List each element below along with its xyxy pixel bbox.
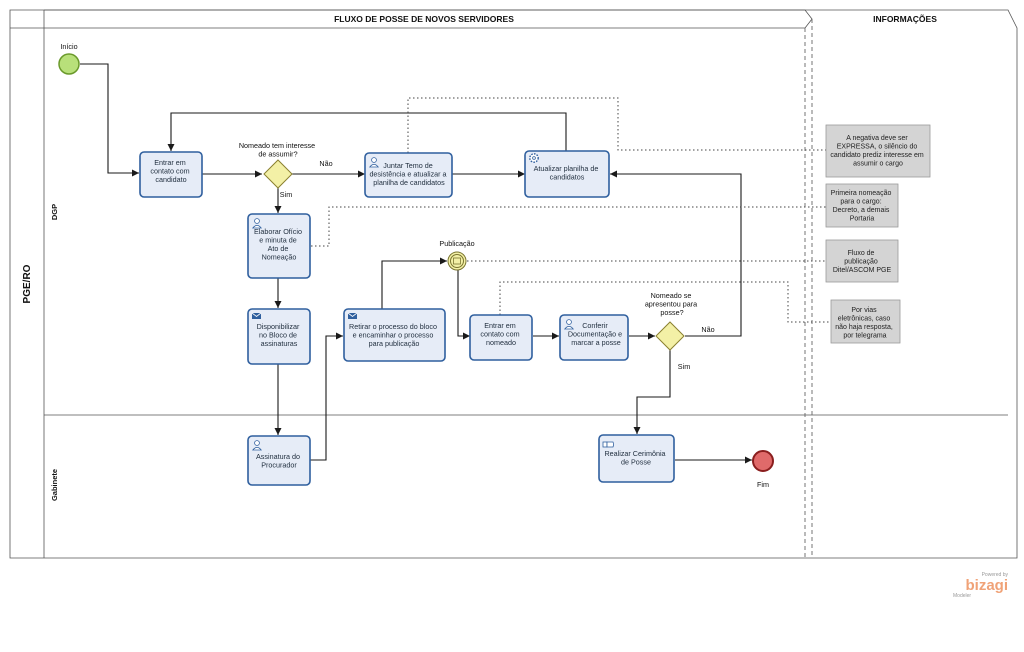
flow-start-t1 — [80, 63, 139, 177]
pool-label: PGE/RO — [22, 264, 33, 303]
info-header: INFORMAÇÕES — [873, 14, 937, 24]
user-icon — [563, 319, 575, 330]
hand-icon — [602, 441, 614, 448]
svg-text:A negativa deve ser EXPR: A negativa deve ser EXPRESSA, o silêncio… — [830, 135, 925, 168]
flow-header: FLUXO DE POSSE DE NOVOS SERVIDORES — [334, 14, 514, 24]
svg-text:Por vias eletrônicas, ca: Por vias eletrônicas, caso não haja resp… — [835, 307, 895, 340]
gateway-apresentou-label: Nomeado se apresentou para posse? — [645, 291, 699, 317]
svg-text:Assinatura do Procurador: Assinatura do Procurador — [256, 452, 302, 470]
task-conferir-documentacao[interactable]: Conferir Documentação e marcar a posse — [559, 314, 629, 361]
brand-product: Modeler — [953, 593, 971, 599]
start-event: Início — [58, 42, 80, 75]
task-assinatura-procurador[interactable]: Assinatura do Procurador — [247, 435, 311, 486]
flow-pub-t7 — [457, 270, 470, 340]
lane-dgp-label: DGP — [50, 204, 59, 220]
svg-text:Realizar Cerimônia de Po: Realizar Cerimônia de Posse — [604, 449, 667, 467]
annotation-primeira-nomeacao: Primeira nomeação para o cargo: Decreto,… — [825, 183, 899, 228]
flow-t6-pub — [381, 257, 447, 309]
gear-icon — [529, 153, 539, 163]
gateway-interesse-label: Nomeado tem interesse de assumir? — [239, 141, 317, 159]
intermediate-event-publicacao: Publicação — [439, 239, 475, 271]
task-disponibilizar-bloco[interactable]: Disponibilizar no Bloco de assinaturas — [247, 308, 311, 365]
start-label: Início — [60, 42, 77, 51]
gateway-interesse-no: Não — [319, 159, 332, 168]
gateway-apresentou-yes: Sim — [678, 362, 690, 371]
flow-t3-t1 — [167, 112, 567, 151]
task-atualizar-planilha[interactable]: Atualizar planilha de candidatos — [524, 150, 610, 198]
lane-gabinete-label: Gabinete — [50, 469, 59, 501]
user-icon — [368, 157, 380, 168]
flow-g2-t3 — [610, 170, 742, 337]
svg-text:Retirar o processo do bloco: Retirar o processo do bloco e encaminhar… — [349, 322, 439, 348]
brand-name: bizagi — [965, 577, 1008, 594]
annotation-vias-eletronicas: Por vias eletrônicas, caso não haja resp… — [830, 299, 901, 344]
bizagi-logo: Powered by bizagi Modeler — [953, 572, 1008, 599]
svg-text:Conferir Documentação e: Conferir Documentação e marcar a posse — [568, 321, 624, 347]
envelope-icon — [347, 312, 358, 319]
gateway-apresentou: Nomeado se apresentou para posse? Sim Nã… — [645, 291, 715, 371]
publicacao-label: Publicação — [439, 239, 474, 248]
task-realizar-cerimonia[interactable]: Realizar Cerimônia de Posse — [598, 434, 675, 483]
annotation-negativa: A negativa deve ser EXPRESSA, o silêncio… — [825, 124, 931, 178]
task-elaborar-oficio[interactable]: Elaborar Ofício e minuta de Ato de Nomea… — [247, 213, 311, 279]
flow-t9-t6 — [310, 332, 343, 461]
task-entrar-contato-nomeado[interactable]: Entrar em contato com nomeado — [469, 314, 533, 361]
svg-text:Juntar Temo de desistênc: Juntar Temo de desistência e atualizar a… — [369, 161, 448, 187]
svg-text:Elaborar Ofício e minuta: Elaborar Ofício e minuta de Ato de Nomea… — [254, 227, 304, 262]
brand-powered: Powered by — [982, 572, 1009, 578]
task-entrar-contato-candidato[interactable]: Entrar em contato com candidato — [139, 151, 203, 198]
svg-text:Atualizar planilha de ca: Atualizar planilha de candidatos — [534, 164, 601, 182]
sequence-flows — [80, 63, 752, 464]
user-icon — [251, 218, 263, 229]
svg-text:Fluxo de publicação: Fluxo de publicação Ditel/ASCOM PGE — [833, 250, 892, 274]
associations — [311, 97, 831, 323]
phase-headers: FLUXO DE POSSE DE NOVOS SERVIDORES INFOR… — [44, 9, 937, 558]
gateway-interesse-yes: Sim — [280, 190, 292, 199]
svg-text:Disponibilizar no Bloco: Disponibilizar no Bloco de assinaturas — [257, 322, 302, 348]
annotation-fluxo-publicacao: Fluxo de publicação Ditel/ASCOM PGE — [825, 239, 899, 283]
envelope-icon — [251, 312, 262, 319]
flow-g2-t10 — [633, 350, 671, 434]
message-icon — [453, 257, 461, 265]
gateway-apresentou-no: Não — [701, 325, 714, 334]
user-icon — [251, 440, 263, 451]
svg-text:Entrar em contato com: Entrar em contato com nomeado — [480, 321, 521, 347]
task-retirar-processo[interactable]: Retirar o processo do bloco e encaminhar… — [343, 308, 446, 362]
task-juntar-termo[interactable]: Juntar Temo de desistência e atualizar a… — [364, 152, 453, 198]
end-label: Fim — [757, 480, 769, 489]
gateway-interesse: Nomeado tem interesse de assumir? Sim Nã… — [239, 141, 333, 199]
svg-text:Primeira nomeação para o: Primeira nomeação para o cargo: Decreto,… — [831, 190, 894, 223]
svg-text:Entrar em contato com: Entrar em contato com candidato — [150, 158, 191, 184]
pool: PGE/RO DGP Gabinete — [9, 9, 1018, 559]
end-event: Fim — [752, 450, 774, 489]
